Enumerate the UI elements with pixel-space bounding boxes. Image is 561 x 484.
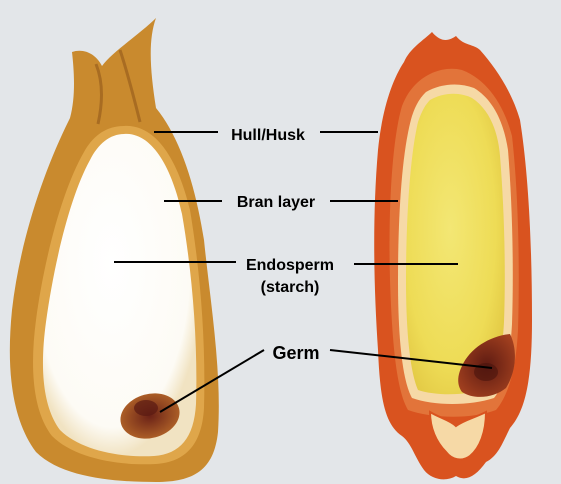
label-bran-layer: Bran layer [226, 193, 326, 213]
label-hull-husk: Hull/Husk [218, 126, 318, 146]
label-endosperm: Endosperm [230, 256, 350, 276]
left-grain [10, 18, 219, 482]
label-germ: Germ [262, 343, 330, 363]
label-starch: (starch) [230, 278, 350, 298]
right-grain [374, 32, 532, 479]
